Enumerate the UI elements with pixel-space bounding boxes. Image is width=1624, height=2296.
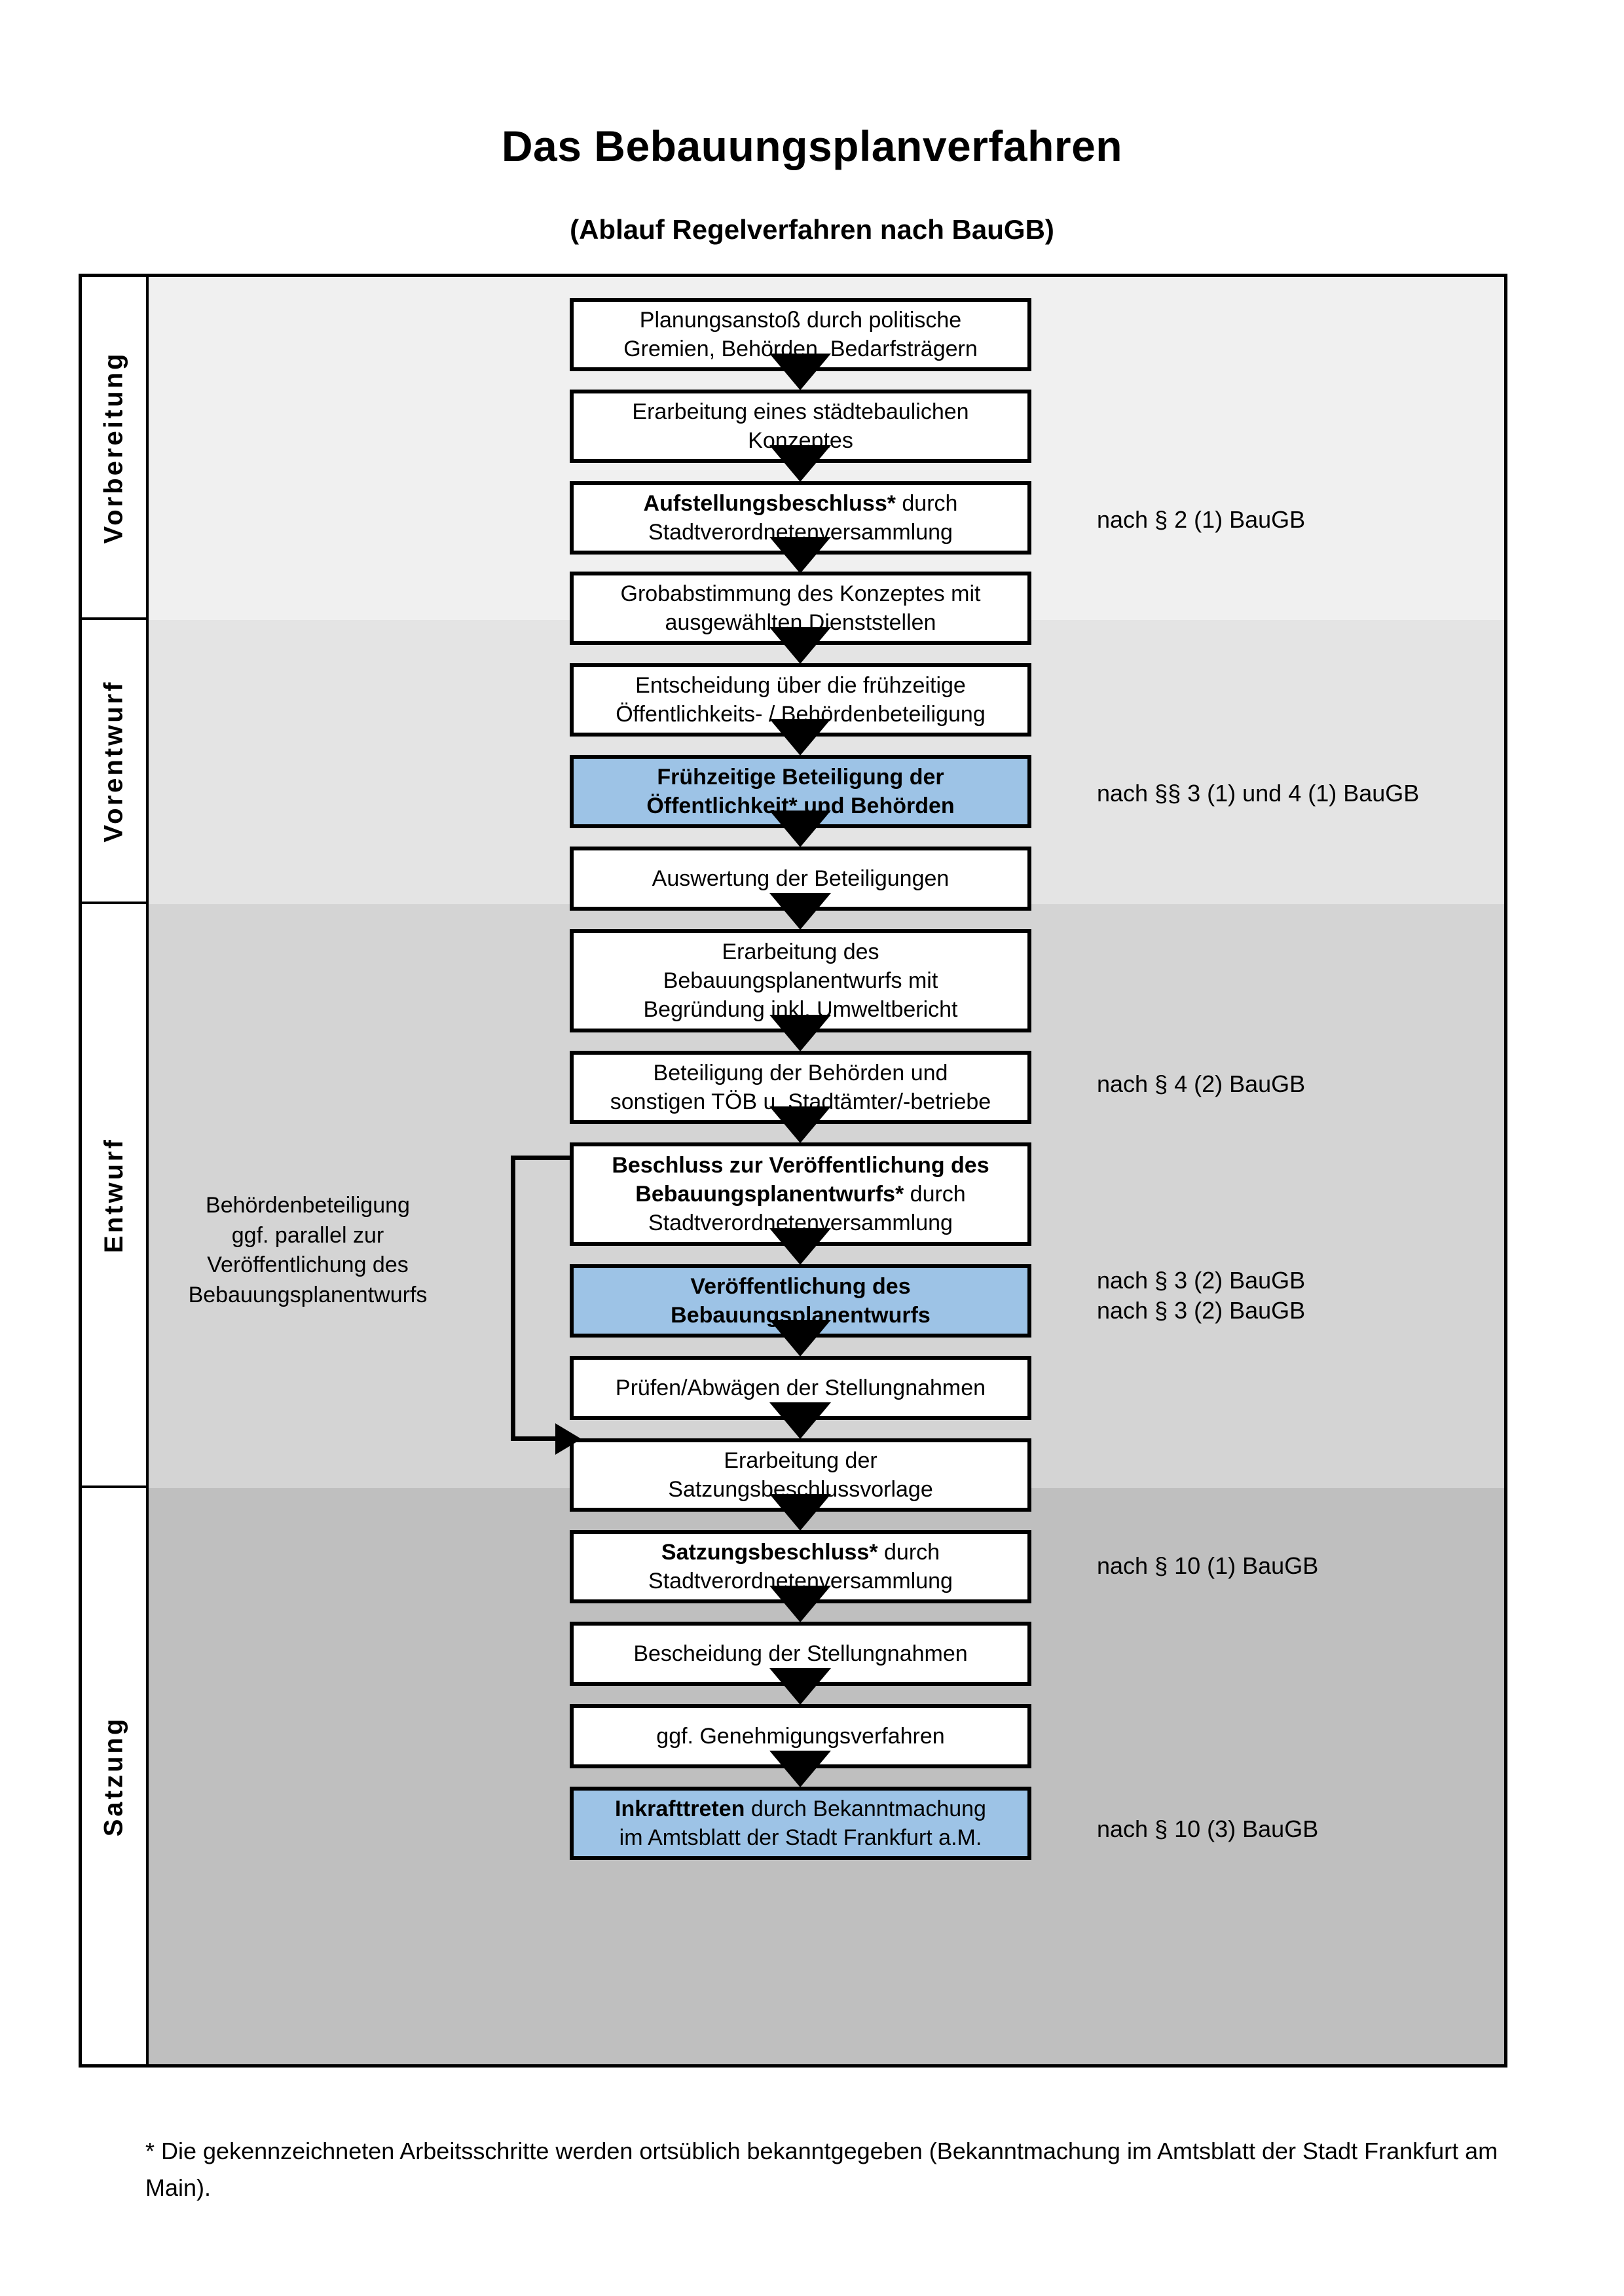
flow-arrow-down-icon <box>769 627 831 664</box>
flow-arrow-down-icon <box>769 811 831 847</box>
flow-arrow-down-icon <box>769 1494 831 1531</box>
flow-arrow-down-icon <box>769 1668 831 1705</box>
step-bold-text: Aufstellungsbeschluss* <box>643 490 896 516</box>
step-line-1: Prüfen/Abwägen der Stellungnahmen <box>615 1375 986 1400</box>
step-line-1: Auswertung der Beteiligungen <box>652 866 950 891</box>
legal-ref-par4-2: nach § 4 (2) BauGB <box>1097 1070 1306 1097</box>
step-line-1: Erarbeitung des <box>722 939 879 964</box>
step-box-genehmigungsverfahren[interactable]: ggf. Genehmigungsverfahren <box>570 1704 1031 1768</box>
legal-ref-par10-3: nach § 10 (3) BauGB <box>1097 1815 1319 1842</box>
page-title: Das Bebauungsplanverfahren <box>501 122 1123 170</box>
flow-arrow-down-icon <box>769 1402 831 1439</box>
step-line-1: Erarbeitung eines städtebaulichen <box>632 399 969 424</box>
step-line-1: Veröffentlichung des <box>690 1273 911 1299</box>
step-line-1: Aufstellungsbeschluss* durch <box>643 490 958 516</box>
step-line-2: Bebauungsplanentwurfs* durch <box>635 1181 966 1207</box>
bracket-bottom-segment <box>511 1436 557 1441</box>
step-line-1: Satzungsbeschluss* durch <box>661 1539 940 1565</box>
step-box-beteiligung-behoerden-toeb[interactable]: Beteiligung der Behörden und sonstigen T… <box>570 1051 1031 1124</box>
step-line-1: Grobabstimmung des Konzeptes mit <box>620 581 981 606</box>
step-line-2: im Amtsblatt der Stadt Frankfurt a.M. <box>619 1825 982 1850</box>
side-note-line-4: Bebauungsplanentwurfs <box>188 1282 428 1307</box>
flow-arrow-down-icon <box>769 719 831 756</box>
phase-label-satzung: Satzung <box>82 1488 149 2064</box>
step-box-auswertung-beteiligungen[interactable]: Auswertung der Beteiligungen <box>570 847 1031 911</box>
step-bold-text: Satzungsbeschluss* <box>661 1539 878 1565</box>
step-bold-text: Inkrafttreten <box>615 1796 745 1821</box>
flow-arrow-down-icon <box>769 354 831 390</box>
flowchart-frame: Vorbereitung Vorentwurf Entwurf Satzung … <box>79 274 1507 2068</box>
step-bold-text: Beschluss zur Veröffentlichung des <box>612 1152 989 1178</box>
flow-arrow-down-icon <box>769 1106 831 1143</box>
step-box-veroeffentlichung-bplanentwurf[interactable]: Veröffentlichung des Bebauungsplanentwur… <box>570 1264 1031 1338</box>
side-note-line-1: Behördenbeteiligung <box>206 1193 410 1218</box>
footnote: * Die gekennzeichneten Arbeitsschritte w… <box>145 2138 1498 2201</box>
side-note-line-3: Veröffentlichung des <box>207 1252 409 1278</box>
flow-arrow-down-icon <box>769 445 831 482</box>
page-subtitle: (Ablauf Regelverfahren nach BauGB) <box>570 214 1054 245</box>
legal-ref-par10-1: nach § 10 (1) BauGB <box>1097 1552 1319 1579</box>
flow-arrow-down-icon <box>769 1320 831 1357</box>
step-line-1: Inkrafttreten durch Bekanntmachung <box>615 1796 986 1821</box>
phase-label-text: Satzung <box>99 1716 128 1836</box>
step-line-1: Beschluss zur Veröffentlichung des <box>612 1151 989 1180</box>
legal-ref-par2-1: nach § 2 (1) BauGB <box>1097 506 1306 533</box>
side-note-line-2: ggf. parallel zur <box>231 1222 384 1248</box>
step-line-1: Planungsanstoß durch politische <box>639 307 962 333</box>
bracket-arrowhead-icon <box>555 1423 581 1455</box>
flow-arrow-down-icon <box>769 537 831 574</box>
step-box-inkrafttreten[interactable]: Inkrafttreten durch Bekanntmachung im Am… <box>570 1787 1031 1860</box>
flow-arrow-down-icon <box>769 893 831 930</box>
flow-arrow-down-icon <box>769 1751 831 1787</box>
side-note-behoerdenbeteiligung: Behördenbeteiligung ggf. parallel zur Ve… <box>167 1191 449 1310</box>
step-line-1: Bescheidung der Stellungnahmen <box>633 1641 968 1666</box>
step-line-2: Bebauungsplanentwurfs mit <box>663 968 938 993</box>
phase-label-vorentwurf: Vorentwurf <box>82 620 149 904</box>
step-box-bescheidung-stellungnahmen[interactable]: Bescheidung der Stellungnahmen <box>570 1622 1031 1686</box>
step-line-1: Entscheidung über die frühzeitige <box>635 672 966 698</box>
phase-label-text: Vorentwurf <box>99 679 128 843</box>
step-line-1: Frühzeitige Beteiligung der <box>657 764 944 790</box>
step-line-1: Erarbeitung der <box>724 1448 877 1473</box>
step-line-1: Beteiligung der Behörden und <box>653 1060 948 1085</box>
phase-label-text: Vorbereitung <box>99 351 128 543</box>
step-bold-text-2: Bebauungsplanentwurfs* <box>635 1181 904 1207</box>
bracket-top-segment <box>511 1156 570 1160</box>
phase-label-text: Entwurf <box>99 1137 128 1253</box>
step-line-1: ggf. Genehmigungsverfahren <box>656 1723 945 1749</box>
flow-arrow-down-icon <box>769 1586 831 1622</box>
legal-ref-par3-1-4-1: nach §§ 3 (1) und 4 (1) BauGB <box>1097 780 1420 807</box>
legal-ref-par3-2-a: nach § 3 (2) BauGB <box>1097 1267 1306 1294</box>
phase-label-vorbereitung: Vorbereitung <box>82 277 149 620</box>
flow-arrow-down-icon <box>769 1228 831 1265</box>
flow-arrow-down-icon <box>769 1015 831 1051</box>
phase-label-entwurf: Entwurf <box>82 904 149 1488</box>
legal-ref-par3-2-b: nach § 3 (2) BauGB <box>1097 1297 1306 1324</box>
bracket-vertical-segment <box>511 1156 515 1441</box>
